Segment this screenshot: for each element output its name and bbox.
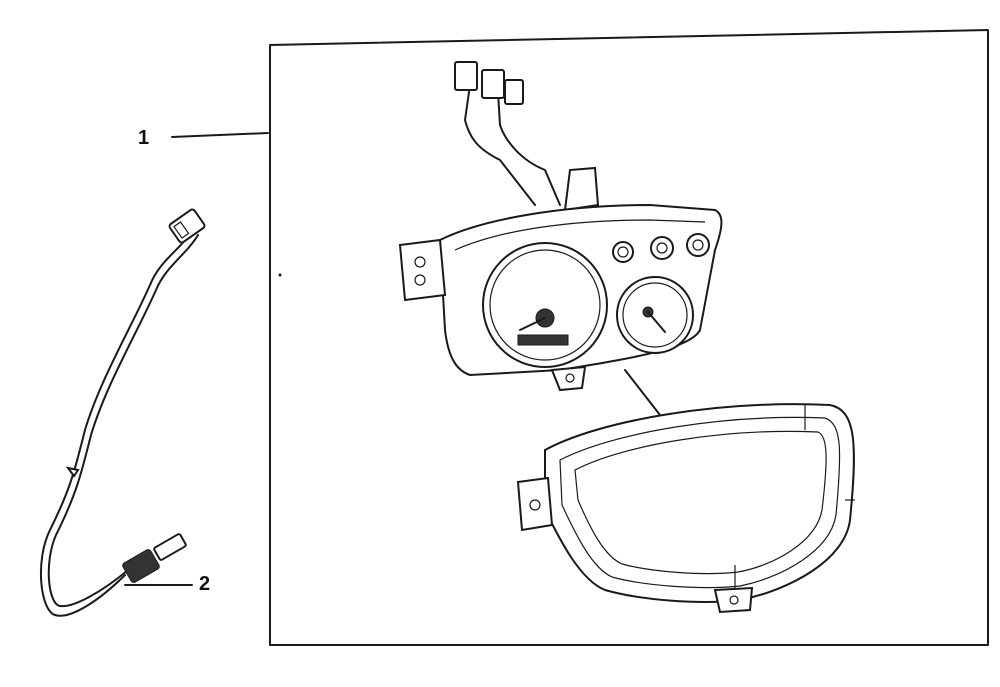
lens-cover bbox=[516, 369, 855, 614]
speedometer-cable bbox=[39, 208, 206, 617]
callout-label-1: 1 bbox=[138, 127, 150, 149]
instrument-cluster bbox=[398, 61, 723, 392]
callout-label-2: 2 bbox=[199, 573, 211, 595]
assembly-frame bbox=[269, 29, 989, 646]
stray-dot bbox=[278, 273, 282, 277]
leader-line-1 bbox=[171, 132, 269, 138]
